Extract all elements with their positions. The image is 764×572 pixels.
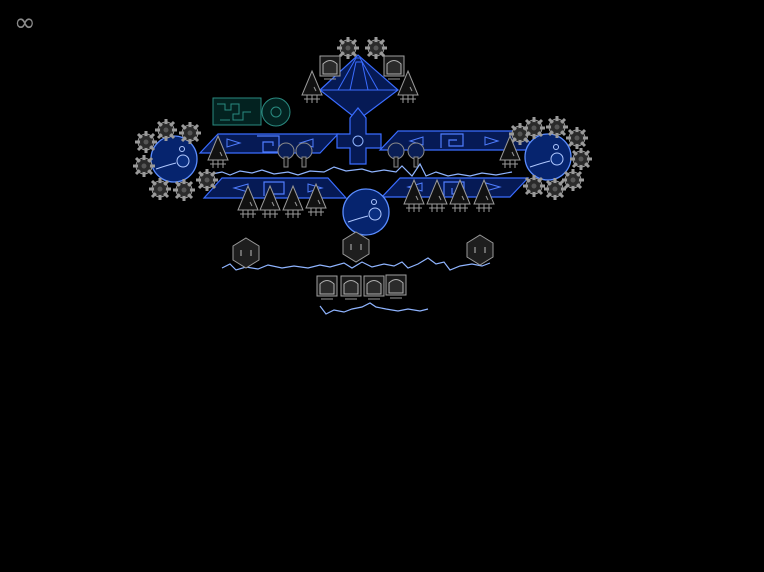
maze-icon [440,133,464,148]
mushroom-icon [295,142,313,168]
infinity-icon: ∞ [14,8,36,38]
gear-icon [568,146,594,172]
cup-icon [363,275,385,300]
lower-left-platform [202,177,348,199]
gear-icon [542,176,568,202]
hex-creature-icon[interactable] [466,234,494,266]
gear-icon [564,125,590,151]
hex-creature-icon[interactable] [232,237,260,269]
gear-icon [177,120,203,146]
center-cross [336,107,382,165]
mushroom-icon [407,142,425,168]
maze-icon [443,181,465,196]
cup-icon [340,275,362,300]
gear-icon [133,129,159,155]
disc-icon[interactable] [342,188,390,236]
gear-icon [147,176,173,202]
teal-machine [212,97,291,127]
energy-wave [211,162,513,177]
gear-icon [521,115,547,141]
energy-wave [319,302,429,315]
cup-icon [316,275,338,300]
maze-icon [257,135,280,153]
gear-icon [171,177,197,203]
top-tower [319,54,399,121]
cup-icon [383,55,405,80]
cup-icon [385,274,407,299]
cup-icon [319,55,341,80]
tree-icon [301,70,323,104]
gear-icon [544,114,570,140]
mushroom-icon [387,142,405,168]
energy-wave [221,257,491,271]
maze-icon [263,181,285,196]
gear-icon [153,117,179,143]
gear-icon [194,167,220,193]
mushroom-icon [277,142,295,168]
gear-icon [131,153,157,179]
gear-icon [521,173,547,199]
hex-creature-icon[interactable] [342,231,370,263]
